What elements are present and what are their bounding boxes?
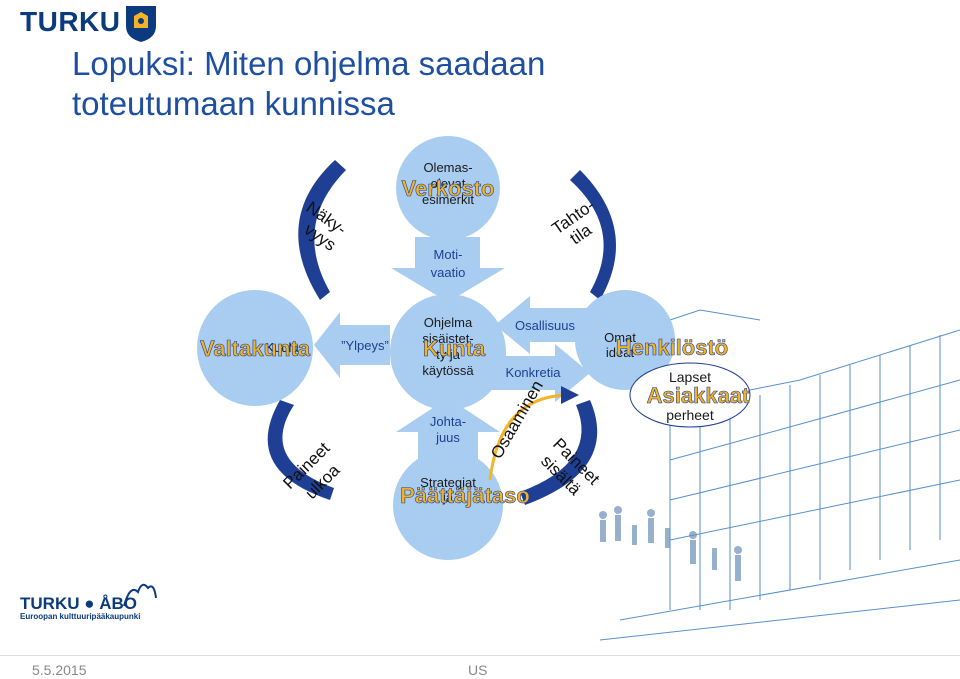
arrow-leadership-text-2: juus — [435, 430, 460, 445]
bottom-circle — [393, 450, 503, 560]
title-line-1: Lopuksi: Miten ohjelma saadaan — [72, 45, 546, 82]
ecoc-logo-text: TURKU ● ÅBO — [20, 594, 137, 613]
turku-logo-text: TURKU — [20, 6, 121, 37]
left-circle — [197, 290, 313, 406]
arrow-concreteness-text: Konkretia — [506, 365, 562, 380]
client-oval-text-1: Lapset — [669, 369, 711, 385]
bottom-circle-text-1: Strategiat — [420, 475, 476, 490]
client-oval-text-2: perheet — [666, 407, 714, 423]
page-title: Lopuksi: Miten ohjelma saadaan toteutuma… — [72, 44, 545, 124]
ecoc-logo-subtitle: Euroopan kulttuuripääkaupunki — [20, 612, 141, 621]
overlay-label-clients: Asiakkaat — [647, 383, 750, 408]
top-circle-text-3: esimerkit — [422, 192, 474, 207]
curved-arrow-pressure-out — [267, 400, 334, 500]
left-circle-text: Kuulu — [265, 340, 298, 355]
arrow-leadership — [396, 398, 500, 463]
arrow-leadership-text-1: Johta- — [430, 414, 466, 429]
right-circle-text-1: Omat — [604, 330, 636, 345]
curved-arrows — [267, 160, 616, 505]
arrow-motivation-text-2: vaatio — [431, 265, 466, 280]
footer-author: US — [468, 662, 488, 678]
overlay-label-staff: Henkilöstö — [616, 335, 728, 360]
overlay-label-state: Valtakunta — [200, 336, 311, 361]
center-circle — [390, 294, 506, 410]
building-sketch-illustration — [599, 309, 960, 641]
center-circle-text-4: käytössä — [422, 363, 474, 378]
arrow-participation — [495, 296, 590, 354]
crowd-sketch-illustration — [599, 506, 742, 581]
turku-coat-of-arms-icon — [126, 6, 156, 42]
top-circle-text-2: olevat — [431, 176, 466, 191]
center-circle-text-1: Ohjelma — [424, 315, 473, 330]
footer-date: 5.5.2015 — [32, 662, 87, 678]
arrow-pride — [314, 312, 390, 378]
overlay-label-network: Verkosto — [402, 176, 495, 201]
top-circle-text-1: Olemas- — [423, 160, 472, 175]
ecoc-flame-icon — [123, 583, 157, 607]
right-circle — [575, 290, 675, 390]
overlay-label-decision-makers: Päättäjätaso — [400, 483, 530, 508]
overlay-label-municipality: Kunta — [423, 336, 486, 361]
arrow-motivation — [391, 237, 505, 302]
arrow-motivation-text-1: Moti- — [434, 247, 463, 262]
footer-divider — [0, 655, 960, 656]
center-circle-text-3: ty ja — [436, 347, 461, 362]
title-line-2: toteutumaan kunnissa — [72, 85, 395, 122]
curved-arrow-pressure-in — [520, 400, 598, 505]
center-circle-text-2: sisäistet- — [422, 331, 473, 346]
curved-arrow-visibility — [298, 160, 346, 300]
curved-arrow-target — [570, 170, 616, 300]
top-circle — [396, 136, 500, 240]
arrow-pride-text: ”Ylpeys” — [341, 338, 389, 353]
curve-competence — [488, 386, 579, 481]
client-oval — [629, 362, 751, 428]
bottom-circle-text-2: ja — [442, 490, 454, 505]
right-circle-text-2: ideat — [606, 345, 635, 360]
arrow-participation-text: Osallisuus — [515, 318, 575, 333]
